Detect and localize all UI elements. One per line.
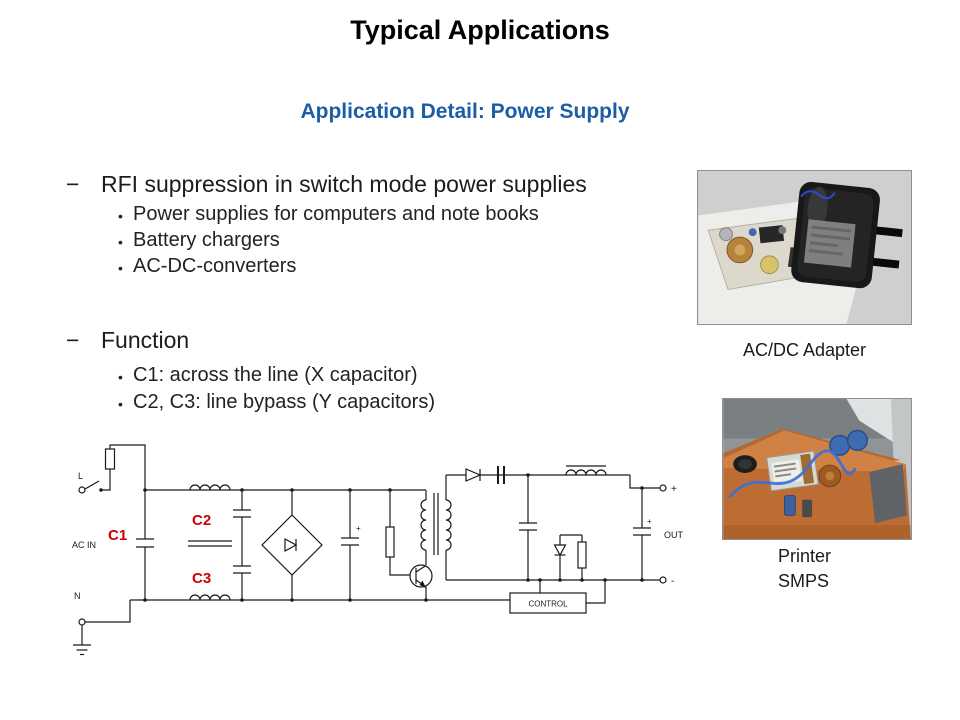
- list-item: • C2, C3: line bypass (Y capacitors): [118, 390, 435, 417]
- list-item: • Power supplies for computers and note …: [118, 202, 539, 228]
- list-item-label: Power supplies for computers and note bo…: [133, 203, 539, 225]
- label-neutral: N: [74, 591, 81, 601]
- acdc-adapter-photo-art: [698, 171, 911, 324]
- label-out-plus: +: [671, 484, 677, 495]
- bullet-function: − Function: [66, 327, 189, 354]
- smps-caption-line1: Printer: [778, 546, 832, 566]
- dot-marker: •: [118, 208, 123, 224]
- bullet-rfi: − RFI suppression in switch mode power s…: [66, 171, 587, 198]
- list-item-label: AC-DC-converters: [133, 255, 297, 277]
- label-c1: C1: [108, 527, 127, 544]
- dot-marker: •: [118, 234, 123, 250]
- dot-marker: •: [118, 260, 123, 276]
- schematic-emi-filter: [188, 484, 251, 601]
- label-control: CONTROL: [528, 600, 568, 609]
- dash-marker: −: [66, 327, 80, 353]
- smps-caption-line2: SMPS: [778, 571, 830, 591]
- list-item-label: Battery chargers: [133, 229, 280, 251]
- junction-dots: [143, 473, 644, 602]
- page-title: Typical Applications: [350, 15, 610, 45]
- label-bulkcap-plus: +: [356, 524, 361, 533]
- schematic-input-section: [73, 444, 510, 656]
- schematic-secondary-section: [446, 465, 667, 584]
- list-item: • AC-DC-converters: [118, 254, 539, 280]
- label-out-minus: -: [671, 576, 674, 587]
- label-c2: C2: [192, 512, 211, 529]
- rfi-sub-list: • Power supplies for computers and note …: [118, 202, 539, 280]
- subtitle: Application Detail: Power Supply: [300, 100, 630, 123]
- list-item-label: C1: across the line (X capacitor): [133, 364, 418, 386]
- dot-marker: •: [118, 396, 123, 412]
- dash-marker: −: [66, 171, 80, 197]
- label-c3: C3: [192, 570, 211, 587]
- bullet-function-label: Function: [101, 327, 190, 353]
- list-item-label: C2, C3: line bypass (Y capacitors): [133, 391, 435, 413]
- smps-caption: Printer SMPS: [778, 544, 831, 594]
- acdc-adapter-photo: [697, 170, 912, 325]
- label-out: OUT: [664, 530, 684, 540]
- adapter-caption: AC/DC Adapter: [742, 340, 867, 360]
- bullet-rfi-label: RFI suppression in switch mode power sup…: [101, 171, 587, 197]
- list-item: • C1: across the line (X capacitor): [118, 363, 435, 390]
- function-sub-list: • C1: across the line (X capacitor) • C2…: [118, 363, 435, 417]
- schematic-control-block: [509, 580, 606, 614]
- list-item: • Battery chargers: [118, 228, 539, 254]
- dot-marker: •: [118, 369, 123, 385]
- label-line: L: [78, 471, 83, 481]
- schematic-transformer: [420, 475, 452, 580]
- circuit-schematic: L N AC IN OUT + - + + CONTROL C1 C2 C3: [72, 444, 684, 656]
- label-ac-in: AC IN: [72, 540, 96, 550]
- label-outcap-plus: +: [647, 517, 652, 526]
- schematic-bridge-rectifier: [261, 490, 323, 600]
- printer-smps-photo-art: [723, 399, 911, 539]
- printer-smps-photo: [722, 398, 912, 540]
- schematic-primary-section: [341, 490, 433, 600]
